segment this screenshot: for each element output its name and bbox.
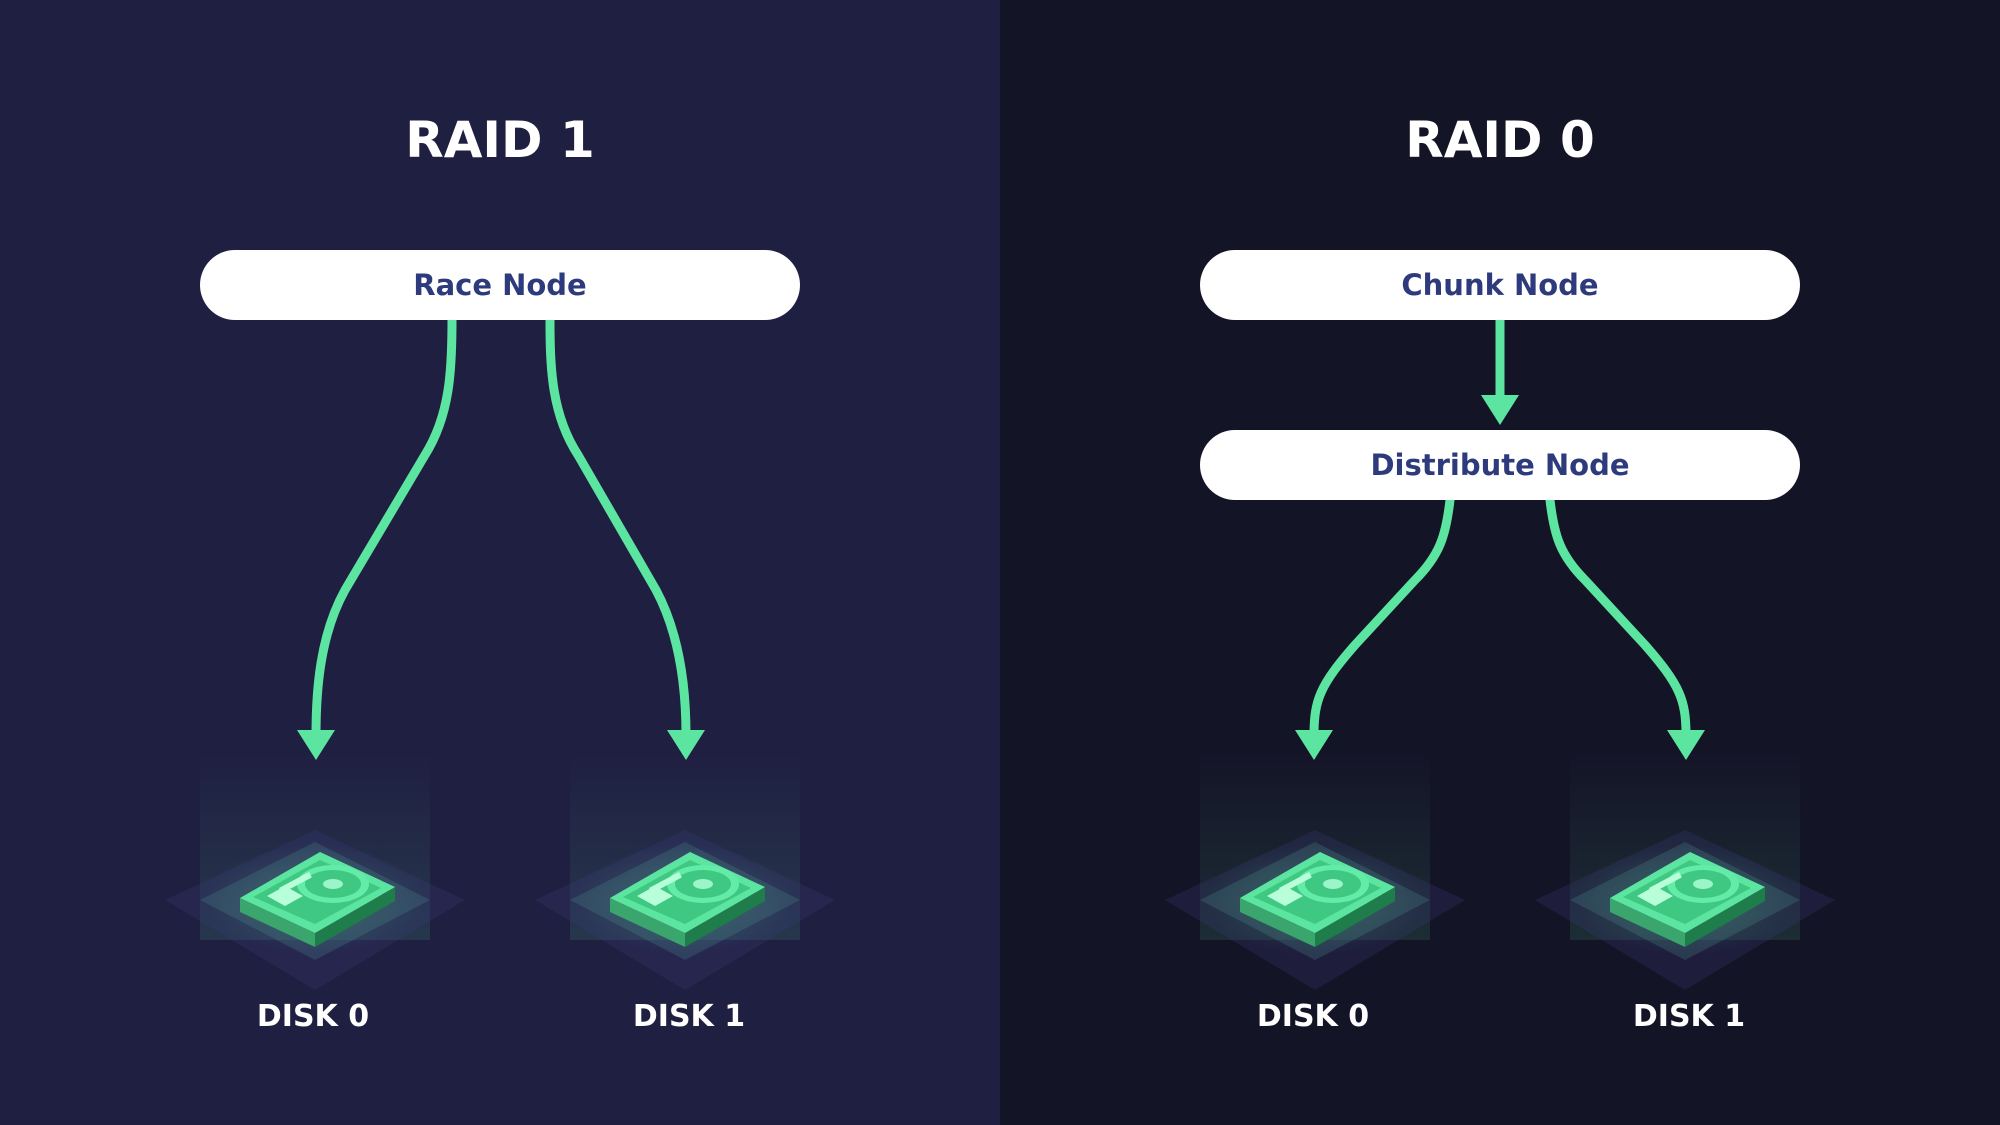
- raid0-arrows: [1309, 315, 1691, 740]
- hard-drive-icon: [1165, 750, 1465, 990]
- hard-drive-icon: [535, 750, 835, 990]
- hard-drive-icon: [165, 750, 465, 990]
- raid0-panel: [1000, 0, 2000, 1125]
- race-node: Race Node: [200, 250, 800, 320]
- hard-drive-icon: [1535, 750, 1835, 990]
- raid1-arrows: [311, 315, 691, 740]
- raid1-disk1-label: DISK 1: [632, 999, 746, 1034]
- raid0-arrow-disk1: [1545, 495, 1691, 740]
- raid0-title: RAID 0: [1405, 111, 1595, 169]
- raid1-panel: [0, 0, 1000, 1125]
- raid0-arrow-disk0: [1309, 495, 1455, 740]
- chunk-node: Chunk Node: [1200, 250, 1800, 320]
- raid1-arrow-disk0: [311, 315, 457, 740]
- distribute-node: Distribute Node: [1200, 430, 1800, 500]
- raid0-disk1-label: DISK 1: [1632, 999, 1746, 1034]
- raid1-disk0-label: DISK 0: [256, 999, 370, 1034]
- raid0-disk0-label: DISK 0: [1256, 999, 1370, 1034]
- raid1-title: RAID 1: [405, 111, 595, 169]
- raid1-arrow-disk1: [545, 315, 691, 740]
